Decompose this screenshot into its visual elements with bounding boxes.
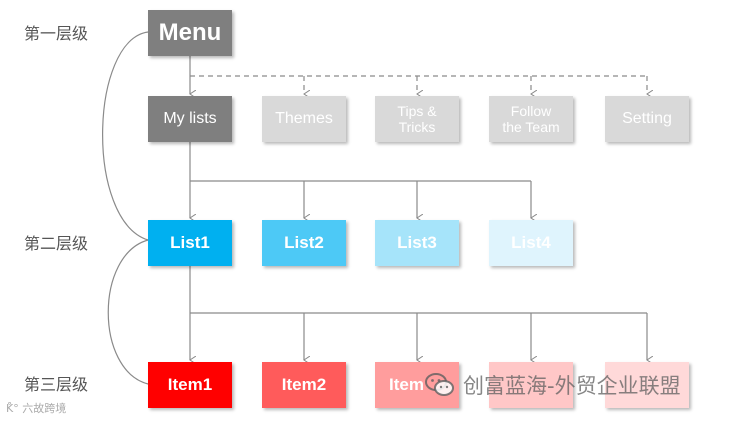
- wechat-icon: [425, 372, 455, 398]
- node-my-lists: My lists: [148, 96, 232, 142]
- watermark: 创富蓝海-外贸企业联盟: [425, 370, 681, 400]
- node-list3: List3: [375, 220, 459, 266]
- bracket-level2-level3: [107, 239, 149, 385]
- node-list1: List1: [148, 220, 232, 266]
- corner-logo-mark: K̊°: [6, 402, 19, 415]
- node-themes: Themes: [262, 96, 346, 142]
- watermark-text: 创富蓝海-外贸企业联盟: [463, 374, 681, 398]
- level1-label: 第一层级: [24, 24, 89, 43]
- menu-node: Menu: [148, 10, 232, 56]
- node-item5: [605, 362, 689, 408]
- node-list2: List2: [262, 220, 346, 266]
- level2-label: 第二层级: [24, 234, 89, 253]
- node-setting: Setting: [605, 96, 689, 142]
- bracket-level1-level2: [102, 31, 149, 241]
- corner-logo: K̊° 六故跨境: [6, 400, 66, 416]
- node-tips-tricks: Tips & Tricks: [375, 96, 459, 142]
- level3-label: 第三层级: [24, 375, 89, 394]
- node-item4: [489, 362, 573, 408]
- node-item1: Item1: [148, 362, 232, 408]
- node-follow-team: Follow the Team: [489, 96, 573, 142]
- node-list4: List4: [489, 220, 573, 266]
- corner-logo-text: 六故跨境: [22, 402, 67, 415]
- node-item2: Item2: [262, 362, 346, 408]
